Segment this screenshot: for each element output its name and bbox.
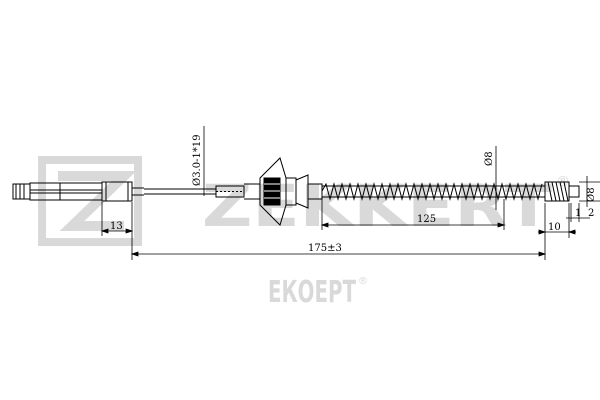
dim-tip-length [538, 203, 576, 238]
dim-end-fitting-label: 13 [110, 221, 123, 232]
dim-overall-label: 175±3 [308, 243, 342, 254]
watermark-z-mark [58, 171, 137, 231]
dim-tip-width-label: 2 [588, 208, 594, 219]
dim-spring-diameter-label: Ø8 [484, 151, 495, 166]
dim-cable-spec-label: Ø3.0-1*19 [192, 134, 203, 186]
watermark-sub: ЕКОЕРТ [268, 275, 356, 310]
crimp-sleeve [215, 183, 260, 200]
spring-coil [321, 182, 543, 201]
end-connector [12, 181, 144, 202]
dim-spring-label: 125 [417, 214, 436, 225]
dim-tip-diameter [579, 176, 600, 207]
watermark-z-box [38, 156, 142, 246]
watermark-sub-reg: ® [358, 276, 368, 287]
dim-end-fitting [100, 202, 134, 236]
dim-spring [320, 199, 506, 230]
dim-overall [130, 236, 547, 260]
spring [321, 182, 545, 201]
tip-fitting [544, 181, 580, 202]
watermark-brand: ZEKKERT [202, 172, 553, 240]
dim-tip-length-label: 10 [548, 222, 561, 233]
dim-tip-small [566, 203, 590, 222]
grommet [259, 157, 323, 226]
dim-tip-offset-label: 1 [575, 208, 581, 219]
dim-tip-diameter-label: Ø8 [586, 187, 597, 202]
